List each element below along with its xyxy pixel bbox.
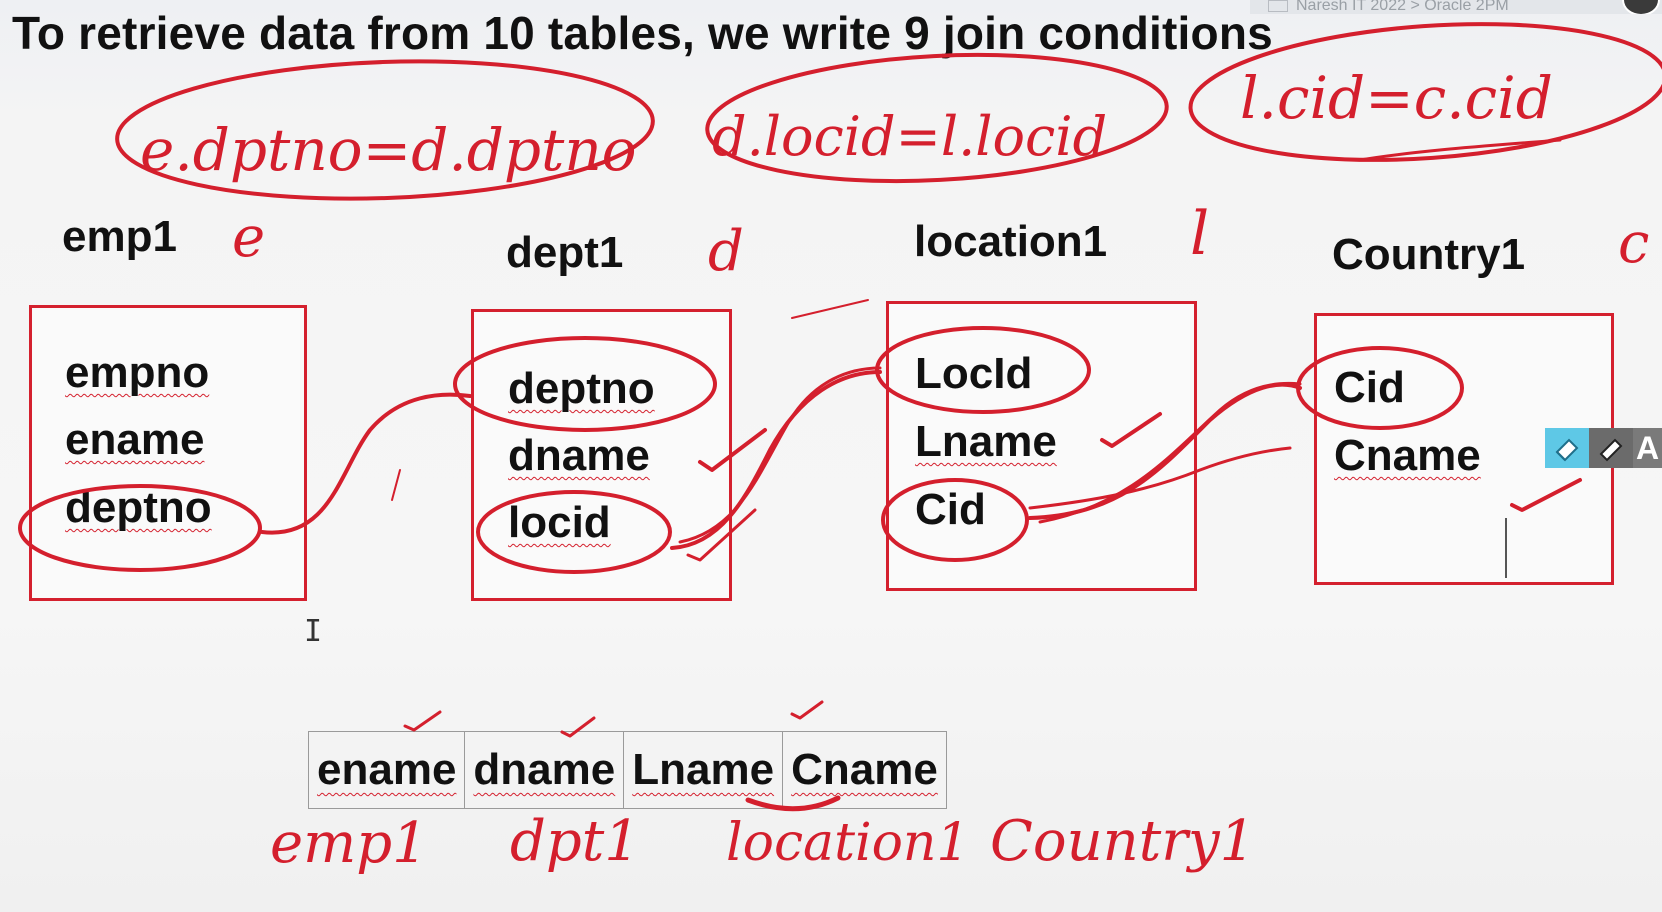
field-deptno: deptno [508, 364, 655, 413]
result-col-cname: Cname [782, 731, 947, 809]
field-deptno: deptno [65, 483, 212, 532]
field-ename: ename [65, 415, 205, 464]
source-dpt1: dpt1 [510, 809, 640, 874]
field-cid: Cid [1334, 363, 1405, 412]
pen-tool-button[interactable] [1589, 428, 1633, 468]
window-title: Naresh IT 2022 > Oracle 2PM [1296, 0, 1509, 14]
eraser-tool-button[interactable] [1545, 428, 1589, 468]
field-empno: empno [65, 348, 210, 397]
table-name-emp1: emp1 [62, 212, 177, 261]
join-condition-1: e.dptno=d.dptno [140, 116, 637, 184]
window-titlebar: Naresh IT 2022 > Oracle 2PM [1250, 0, 1662, 14]
text-cursor-icon: I [304, 614, 323, 649]
text-cursor-line [1505, 518, 1507, 578]
slide-title: To retrieve data from 10 tables, we writ… [12, 7, 1273, 59]
result-col-ename: ename [307, 731, 466, 809]
table-row: ename dname Lname Cname [307, 731, 947, 809]
table-box-dept1: deptno dname locid [471, 309, 732, 601]
pen-stroke [391, 469, 401, 501]
table-box-location1: LocId Lname Cid [886, 301, 1197, 591]
field-lname: Lname [915, 417, 1057, 466]
alias-e: e [232, 205, 265, 270]
join-condition-2: d.locid=l.locid [712, 105, 1107, 168]
pen-stroke [791, 299, 869, 319]
table-name-dept1: dept1 [506, 228, 624, 277]
field-locid: locid [508, 498, 611, 547]
source-country1: Country1 [990, 809, 1255, 874]
source-location1: location1 [726, 813, 969, 873]
result-col-lname: Lname [623, 731, 784, 809]
field-locid: LocId [915, 349, 1033, 398]
underline-stroke [1358, 138, 1562, 162]
table-box-emp1: empno ename deptno [29, 305, 307, 601]
field-cid: Cid [915, 485, 986, 534]
result-col-dname: dname [464, 731, 625, 809]
close-button[interactable] [1622, 0, 1660, 14]
annotation-toolbar: A [1545, 428, 1662, 468]
join-condition-oval [115, 59, 655, 201]
alias-l: l [1190, 199, 1209, 269]
table-name-country1: Country1 [1332, 230, 1526, 279]
check-mark-ename [403, 710, 442, 732]
pen-icon [1599, 438, 1623, 462]
text-tool-button[interactable]: A [1633, 428, 1662, 468]
alias-d: d [708, 219, 744, 284]
field-cname: Cname [1334, 431, 1481, 480]
result-columns-table: ename dname Lname Cname [307, 731, 947, 809]
window-icon [1268, 0, 1288, 12]
table-name-location1: location1 [914, 217, 1108, 266]
join-condition-3: l.cid=c.cid [1240, 64, 1553, 132]
check-mark-lname [790, 700, 824, 720]
text-icon: A [1635, 430, 1660, 466]
source-emp1: emp1 [270, 811, 428, 876]
eraser-icon [1555, 438, 1579, 462]
field-dname: dname [508, 431, 650, 480]
alias-c: c [1618, 211, 1649, 276]
join-condition-oval [705, 52, 1169, 184]
